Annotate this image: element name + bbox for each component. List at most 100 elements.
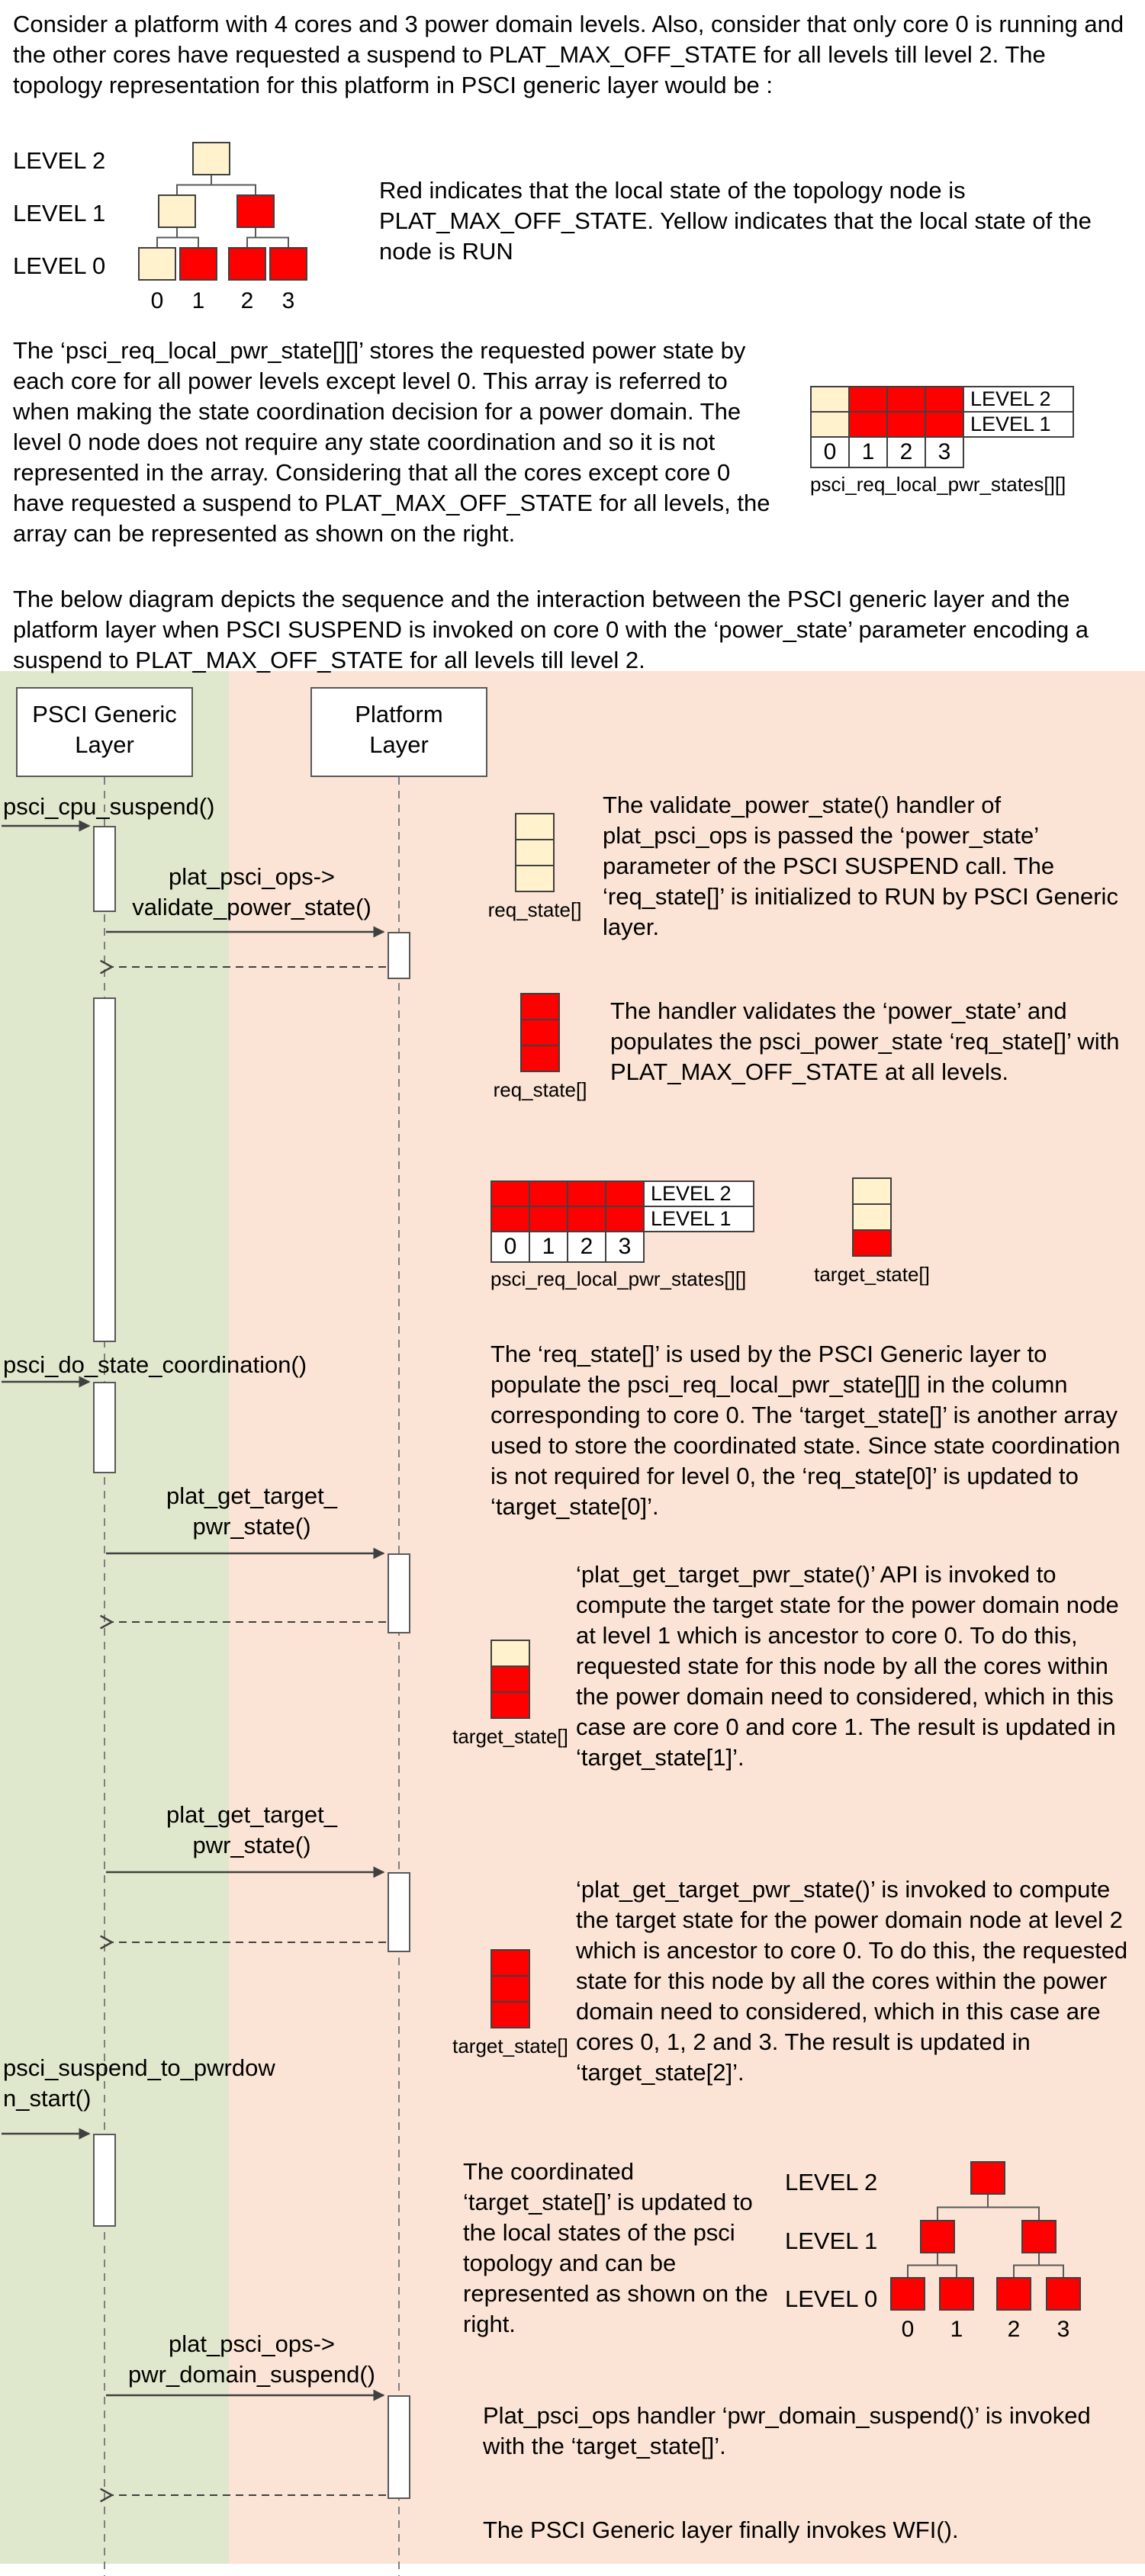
tree-connector: [987, 2194, 1040, 2221]
state-cell-off: [529, 1206, 568, 1232]
psci-activation-long: [93, 997, 116, 1342]
msg-get-target-2-line1: plat_get_target_: [166, 1801, 338, 1828]
req-state-stack-run: req_state[]: [488, 813, 581, 921]
msg-suspend-pwrdown: psci_suspend_to_pwrdow n_start(): [3, 2053, 369, 2114]
msg-suspend-pwrdown-line2: n_start(): [3, 2085, 92, 2112]
stack-caption: target_state[]: [814, 1263, 930, 1286]
note-wfi: The PSCI Generic layer finally invokes W…: [483, 2517, 959, 2543]
core-number-cell: 3: [925, 436, 964, 468]
grid-caption: psci_req_local_pwr_states[][]: [490, 1267, 747, 1290]
psci-activation-cpu-suspend: [93, 826, 116, 912]
return-arrows: [100, 959, 386, 2503]
grid-row: LEVEL 1: [810, 411, 1074, 438]
tree-final-level1-label: LEVEL 1: [785, 2228, 878, 2254]
state-cell-off: [490, 1180, 530, 1207]
msg-get-target-1-line1: plat_get_target_: [166, 1482, 338, 1509]
state-cell-off: [490, 1975, 530, 2003]
state-cell-run: [810, 411, 850, 438]
msg-domain-suspend-line2: pwr_domain_suspend(): [128, 2361, 375, 2388]
topology-tree-final: 0 1 2 3: [890, 2161, 1081, 2342]
stack-caption: req_state[]: [487, 898, 582, 921]
state-cell-off: [567, 1206, 606, 1232]
note-coordination: The ‘req_state[]’ is used by the PSCI Ge…: [490, 1341, 1121, 1520]
core-number: 0: [902, 2317, 915, 2342]
state-cell-off: [520, 1045, 560, 1072]
state-cell-off: [490, 1691, 530, 1719]
core-number-cell: 1: [529, 1231, 568, 1263]
req-array-paragraph: The ‘psci_req_local_pwr_state[][]’ store…: [13, 337, 770, 547]
state-cell-off: [567, 1180, 606, 1207]
platform-activation-validate: [388, 932, 410, 979]
state-cell-off: [490, 2001, 530, 2028]
state-cell-off: [490, 1206, 530, 1232]
tree-initial-level0-label: LEVEL 0: [13, 252, 106, 279]
tree-connector: [1038, 2253, 1064, 2278]
core-number: 2: [241, 288, 254, 313]
core-number: 1: [192, 288, 205, 313]
grid-row-label: LEVEL 1: [643, 1206, 754, 1232]
tree-node-off: [179, 247, 217, 281]
grid-row: LEVEL 1: [490, 1206, 754, 1232]
intro-paragraph: Consider a platform with 4 cores and 3 p…: [13, 11, 1124, 98]
msg-pwr-domain-suspend: plat_psci_ops-> pwr_domain_suspend(): [107, 2329, 397, 2390]
state-cell-off: [605, 1206, 645, 1232]
msg-domain-suspend-line1: plat_psci_ops->: [169, 2330, 335, 2357]
msg-validate-line1: plat_psci_ops->: [169, 863, 335, 890]
core-number: 2: [1008, 2317, 1021, 2342]
state-cell-off: [520, 1019, 560, 1046]
core-number: 0: [151, 288, 164, 313]
target-state-stack-after-coordination: target_state[]: [814, 1177, 930, 1286]
psci-layer-band-background: [0, 671, 229, 2564]
core-number-cell: 0: [490, 1231, 530, 1263]
note-populate: The handler validates the ‘power_state’ …: [610, 997, 1120, 1085]
tree-connector: [176, 175, 212, 195]
platform-activation-domain-suspend: [388, 2395, 410, 2499]
grid-row-label: LEVEL 2: [643, 1180, 754, 1207]
grid-row-label: LEVEL 1: [963, 411, 1074, 438]
psci-activation-state-coordination: [93, 1382, 116, 1473]
state-cell-off: [520, 993, 560, 1020]
tree-node-off: [1046, 2277, 1081, 2311]
msg-validate-line2: validate_power_state(): [132, 894, 371, 920]
core-number-cell: 2: [886, 436, 926, 468]
note-get-target-2: ‘plat_get_target_pwr_state()’ is invoked…: [576, 1876, 1128, 2086]
state-cell-off: [848, 411, 888, 438]
platform-layer-actor: Platform Layer: [310, 687, 487, 777]
tree-node-off: [228, 247, 266, 281]
state-cell-off: [886, 411, 926, 438]
msg-validate-power-state: plat_psci_ops-> validate_power_state(): [107, 862, 397, 923]
target-state-stack-level2: target_state[]: [452, 1949, 568, 2057]
tree-node-off: [890, 2277, 925, 2311]
msg-get-target-1-line2: pwr_state(): [192, 1513, 311, 1540]
tree-node-off: [970, 2161, 1005, 2195]
tree-connector: [907, 2253, 938, 2278]
tree-connector: [937, 2253, 957, 2278]
tree-connector: [255, 227, 289, 248]
msg-get-target-1: plat_get_target_ pwr_state(): [107, 1481, 397, 1542]
core-number: 3: [1057, 2317, 1070, 2342]
tree-node-run: [192, 142, 230, 175]
tree-node-off: [1021, 2220, 1057, 2253]
tree-connector: [176, 227, 199, 248]
state-cell-off: [605, 1180, 645, 1207]
note-validate: The validate_power_state() handler of pl…: [603, 792, 1118, 940]
platform-actor-label-line1: Platform: [355, 701, 443, 728]
platform-activation-get-target-2: [388, 1872, 410, 1952]
core-number-cell: 1: [848, 436, 888, 468]
grid-row-label: LEVEL 2: [963, 386, 1074, 413]
tree-final-level2-label: LEVEL 2: [785, 2169, 878, 2195]
tree-node-run: [158, 194, 196, 228]
state-cell-off: [529, 1180, 568, 1207]
stack-caption: target_state[]: [452, 1725, 568, 1748]
state-cell-run: [852, 1203, 892, 1231]
state-cell-run: [852, 1177, 892, 1205]
msg-get-target-2: plat_get_target_ pwr_state(): [107, 1800, 397, 1861]
note-coordinated-result: The coordinated ‘target_state[]’ is upda…: [463, 2158, 768, 2337]
core-number: 1: [950, 2317, 963, 2342]
state-cell-run: [515, 813, 555, 840]
stack-caption: target_state[]: [452, 2035, 568, 2057]
stack-caption: req_state[]: [493, 1078, 587, 1101]
